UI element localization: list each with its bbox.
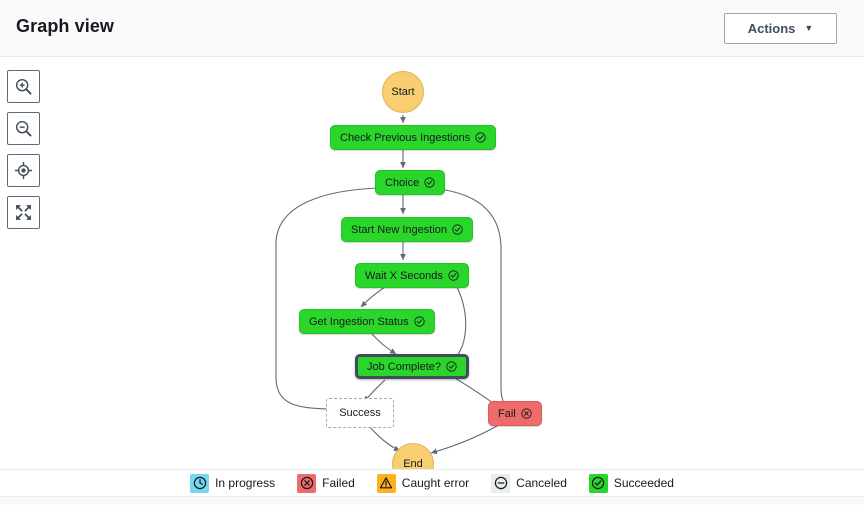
status-legend: In progress Failed Caught error Canceled [0, 469, 864, 497]
node-label: Success [339, 407, 381, 419]
legend-label: Caught error [401, 476, 470, 490]
check-circle-icon [448, 270, 459, 281]
node-label: Get Ingestion Status [309, 315, 409, 328]
page-title: Graph view [16, 16, 115, 36]
legend-item-succeeded: Succeeded [588, 473, 674, 493]
graph-node-job-complete[interactable]: Job Complete? [355, 354, 469, 379]
graph-node-wait-x-seconds[interactable]: Wait X Seconds [355, 263, 469, 288]
check-circle-icon [475, 132, 486, 143]
fullscreen-button[interactable] [7, 196, 40, 229]
legend-item-canceled: Canceled [491, 473, 567, 493]
check-circle-icon [414, 316, 425, 327]
node-label: Job Complete? [367, 360, 441, 373]
legend-label: Succeeded [613, 476, 674, 490]
graph-node-get-ingestion-status[interactable]: Get Ingestion Status [299, 309, 435, 334]
legend-item-caught-error: Caught error [376, 473, 470, 493]
x-circle-icon [297, 473, 317, 493]
zoom-in-icon [15, 78, 32, 95]
check-circle-icon [452, 224, 463, 235]
legend-item-failed: Failed [297, 473, 355, 493]
graph-node-fail[interactable]: Fail [488, 401, 542, 426]
graph-node-start[interactable]: Start [382, 71, 424, 113]
zoom-out-button[interactable] [7, 112, 40, 145]
node-label: Start New Ingestion [351, 223, 447, 236]
check-circle-icon [446, 361, 457, 372]
zoom-out-icon [15, 120, 32, 137]
graph-toolbar [7, 70, 40, 238]
graph-node-success[interactable]: Success [326, 398, 394, 428]
legend-item-in-progress: In progress [190, 473, 276, 493]
node-label: Check Previous Ingestions [340, 131, 471, 144]
node-label: End [403, 458, 423, 469]
graph-canvas[interactable]: Start Check Previous Ingestions Choice S… [0, 57, 864, 469]
minus-circle-icon [491, 473, 511, 493]
graph-node-check-previous-ingestions[interactable]: Check Previous Ingestions [330, 125, 497, 150]
graph-node-start-new-ingestion[interactable]: Start New Ingestion [341, 217, 473, 242]
check-circle-icon [588, 473, 608, 493]
node-label: Choice [385, 176, 420, 189]
page-header: Graph view Actions ▼ [0, 0, 864, 57]
graph-node-choice[interactable]: Choice [375, 170, 446, 195]
footer-strip [0, 497, 864, 505]
center-focus-icon [14, 161, 33, 180]
legend-label: In progress [215, 476, 276, 490]
node-label: Wait X Seconds [365, 269, 443, 282]
x-circle-icon [521, 408, 532, 419]
node-label: Start [391, 86, 415, 98]
fullscreen-icon [15, 204, 32, 221]
check-circle-icon [424, 177, 435, 188]
actions-button-label: Actions [747, 21, 796, 36]
legend-label: Canceled [516, 476, 567, 490]
center-button[interactable] [7, 154, 40, 187]
legend-label: Failed [322, 476, 355, 490]
warning-triangle-icon [376, 473, 396, 493]
node-label: Fail [498, 407, 516, 420]
clock-icon [190, 473, 210, 493]
chevron-down-icon: ▼ [804, 23, 814, 33]
zoom-in-button[interactable] [7, 70, 40, 103]
actions-button[interactable]: Actions ▼ [724, 13, 837, 44]
